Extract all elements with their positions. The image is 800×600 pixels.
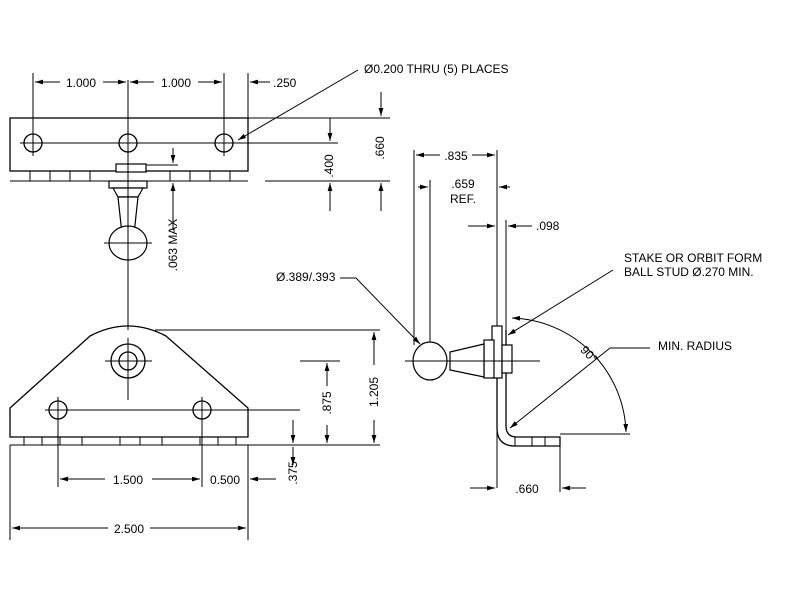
dim-thickness: .098 <box>536 219 560 233</box>
dim-stud-offset: .063 MAX <box>166 219 180 272</box>
top-view: 1.000 1.000 .250 Ø0.200 THRU (5) PLACES … <box>9 62 509 330</box>
dim-side-ref-value: .659 <box>451 177 475 191</box>
ball-diameter: Ø.389/.393 <box>276 270 336 284</box>
dim-main-hole-height: 1.205 <box>367 377 381 407</box>
stake-note-line2: BALL STUD Ø.270 MIN. <box>624 265 754 279</box>
dim-bottom-hole-height: .375 <box>286 461 300 485</box>
dim-bottom-width: 2.500 <box>114 522 144 536</box>
dim-top-left: 1.000 <box>66 76 96 90</box>
bottom-plate-ticks <box>23 437 237 445</box>
dim-side-overall: .835 <box>444 149 468 163</box>
dim-top-mid: 1.000 <box>161 76 191 90</box>
dim-bottom-hole-spacing: 1.500 <box>113 473 143 487</box>
dim-top-right: .250 <box>273 76 297 90</box>
side-ball-stud <box>405 325 540 381</box>
top-plate <box>9 117 249 172</box>
dim-side-ref-label: REF. <box>450 192 476 206</box>
stake-note-line1: STAKE OR ORBIT FORM <box>624 251 762 265</box>
dim-foot-length: .660 <box>515 482 539 496</box>
dim-hole-to-bottom: .400 <box>322 154 336 178</box>
side-view: .835 .659 REF. .098 Ø.389/.393 STAKE OR … <box>276 149 762 496</box>
dim-lower-hole-height: .875 <box>320 391 334 415</box>
hole-callout: Ø0.200 THRU (5) PLACES <box>364 62 509 76</box>
angle-label: 90° <box>578 343 601 366</box>
dim-plate-width: .660 <box>373 136 387 160</box>
dim-bottom-right-offset: 0.500 <box>210 473 240 487</box>
top-plate-ticks <box>29 171 231 181</box>
min-radius-note: MIN. RADIUS <box>658 339 732 353</box>
front-view: .375 .875 1.205 1.500 0.500 2.500 <box>9 325 381 540</box>
bottom-bracket <box>9 325 249 438</box>
